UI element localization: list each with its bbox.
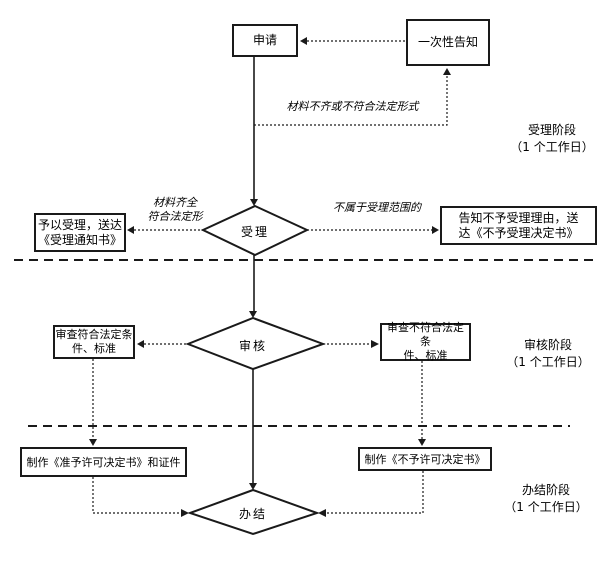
materials-complete-line1: 材料齐全 (153, 196, 197, 209)
edge-label-materials-complete: 材料齐全 符合法定形 (138, 196, 212, 224)
review-pass-line2: 件、标准 (72, 342, 116, 355)
node-review-pass-box: 审查符合法定条 件、标准 (53, 325, 135, 359)
reject-result-line1: 告知不予受理理由，送 (458, 210, 579, 225)
stage-completion-name: 办结阶段 (521, 483, 570, 497)
node-make-permit-box: 制作《准予许可决定书》和证件 (20, 447, 187, 477)
review-fail-line1: 审查不符合法定条 (387, 321, 464, 348)
stage-label-completion: 办结阶段 （1 个工作日） (494, 482, 598, 516)
stage-separator-lines (14, 259, 594, 427)
dotted-flow-lines (92, 40, 448, 514)
edge-label-out-of-scope: 不属于受理范围的 (333, 201, 421, 214)
node-apply-label: 申请 (252, 33, 277, 47)
review-diamond-shape (185, 316, 326, 371)
stage-review-duration: （1 个工作日） (506, 355, 590, 369)
edge-label-materials-incomplete: 材料不齐或不符合法定形式 (286, 100, 419, 113)
materials-complete-line2: 符合法定形 (147, 210, 203, 223)
stage-label-acceptance: 受理阶段 （1 个工作日） (500, 122, 604, 156)
stage-acceptance-name: 受理阶段 (527, 123, 576, 137)
node-finish-diamond-label: 办结 (238, 507, 267, 521)
node-accept-result-box: 予以受理，送达 《受理通知书》 (34, 213, 126, 252)
review-pass-line1: 审查符合法定条 (55, 328, 133, 341)
node-reject-result-box: 告知不予受理理由，送 达《不予受理决定书》 (440, 206, 597, 245)
finish-diamond-shape (186, 488, 321, 536)
make-permit-label: 制作《准予许可决定书》和证件 (26, 455, 181, 469)
node-review-diamond-label: 审核 (238, 339, 267, 353)
review-fail-line2: 件、标准 (403, 349, 448, 362)
accept-result-line2: 《受理通知书》 (37, 232, 122, 247)
node-one-time-notice-label: 一次性告知 (417, 35, 478, 49)
reject-result-line2: 达《不予受理决定书》 (458, 225, 579, 240)
stage-label-review: 审核阶段 （1 个工作日） (496, 337, 600, 371)
node-make-denial-box: 制作《不予许可决定书》 (358, 447, 492, 471)
solid-flow-lines (252, 57, 255, 485)
stage-review-name: 审核阶段 (523, 338, 572, 352)
node-review-fail-box: 审查不符合法定条 件、标准 (380, 321, 471, 362)
stage-completion-duration: （1 个工作日） (504, 500, 588, 514)
node-one-time-notice-box: 一次性告知 (406, 19, 490, 66)
make-denial-label: 制作《不予许可决定书》 (364, 452, 486, 466)
accept-result-line1: 予以受理，送达 (37, 217, 122, 232)
arrowheads (89, 37, 451, 517)
stage-acceptance-duration: （1 个工作日） (510, 140, 594, 154)
node-accept-diamond-label: 受理 (240, 225, 269, 239)
accept-diamond-shape (200, 204, 310, 257)
node-apply-box: 申请 (232, 24, 298, 57)
